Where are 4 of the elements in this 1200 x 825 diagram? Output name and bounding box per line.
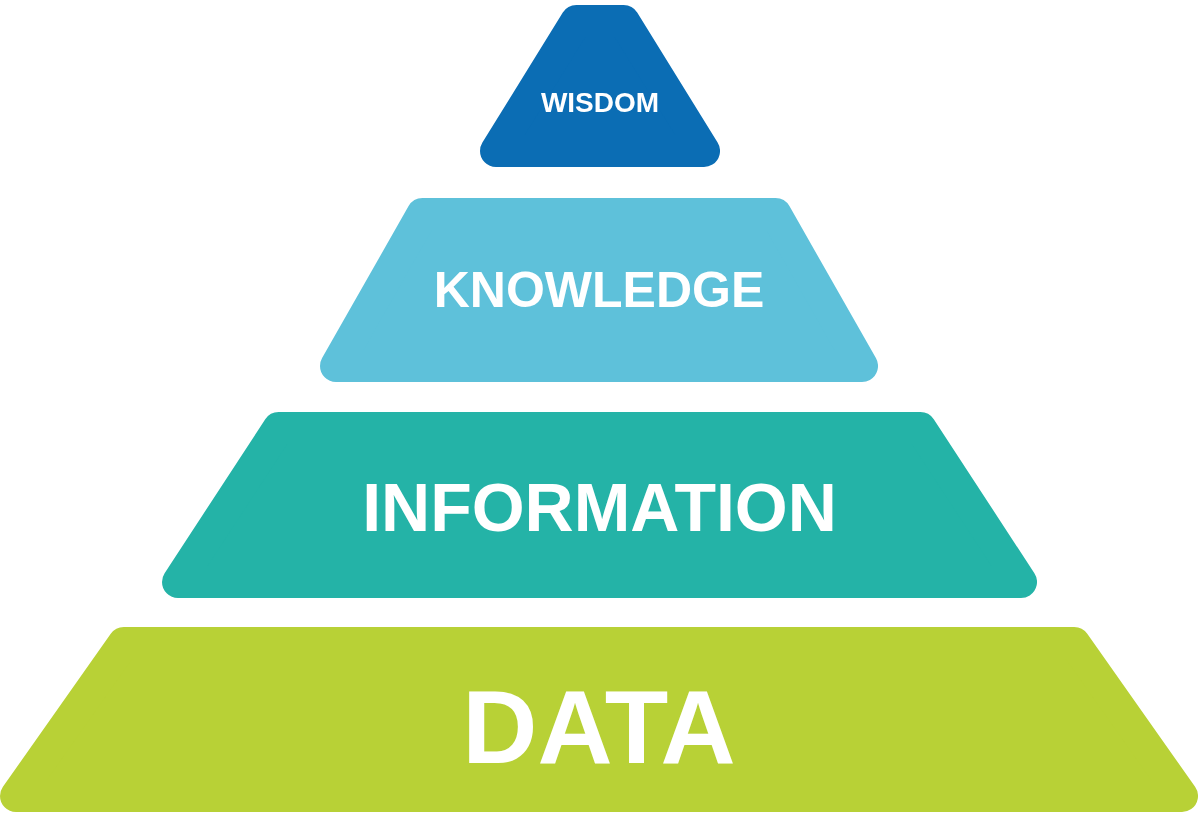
tier-label: KNOWLEDGE (433, 261, 765, 320)
tier-label: INFORMATION (362, 468, 837, 548)
tier-label: DATA (462, 667, 736, 787)
tier-label: WISDOM (540, 86, 660, 120)
